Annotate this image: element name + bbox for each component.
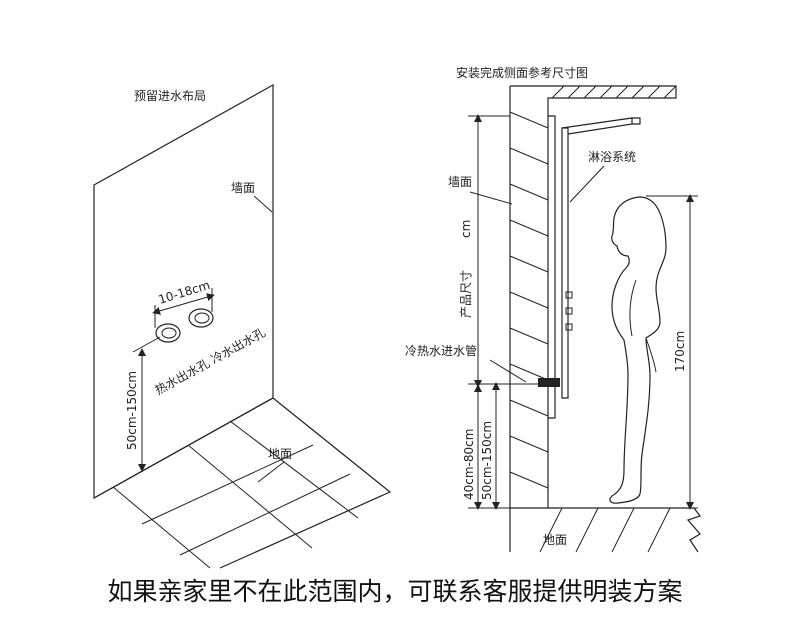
shower-label: 淋浴系统 xyxy=(588,150,636,164)
gap-dimension-line xyxy=(152,293,215,315)
left-wall-leader xyxy=(253,195,273,213)
bottom-caption: 如果亲家里不在此范围内，可联系客服提供明装方案 xyxy=(107,577,683,606)
left-height-label: 50cm-150cm xyxy=(125,371,139,450)
left-floor-leader xyxy=(257,461,285,483)
range-b-label: 50cm-150cm xyxy=(480,421,494,500)
gap-label: 10-18cm xyxy=(157,278,212,307)
floor-grid xyxy=(112,420,359,569)
hot-water-outlet-inner xyxy=(161,327,177,339)
right-panel: 安装完成侧面参考尺寸图 淋浴系统 xyxy=(405,65,701,553)
left-title: 预留进水布局 xyxy=(134,89,206,103)
left-floor-label: 地面 xyxy=(268,447,292,461)
outlets-label: 热水出水孔 冷水出水孔 xyxy=(153,325,268,397)
cold-water-outlet-inner xyxy=(194,312,210,324)
pipe-label: 冷热水进水管 xyxy=(405,343,477,358)
person-height-label: 170cm xyxy=(673,331,687,372)
floor-plane xyxy=(93,397,392,569)
range-a-label: 40cm-80cm xyxy=(462,429,476,500)
shower-leader xyxy=(569,165,605,203)
unit-label: cm xyxy=(459,220,473,238)
floor-hatch xyxy=(539,507,671,553)
wall-hatch xyxy=(509,111,549,489)
pipe-leader xyxy=(489,359,527,383)
inlet-pipe xyxy=(538,378,560,387)
ceiling xyxy=(510,85,677,102)
hot-water-outlet xyxy=(155,323,181,343)
person-silhouette xyxy=(609,196,667,504)
right-floor-label: 地面 xyxy=(543,533,567,547)
right-title: 安装完成侧面参考尺寸图 xyxy=(456,65,588,80)
right-floor xyxy=(510,507,701,553)
left-panel: 预留进水布局 墙面 10-18cm 热水出水孔 冷水出水孔 5 xyxy=(93,83,392,569)
shower-system xyxy=(548,115,641,419)
right-wall-label: 墙面 xyxy=(448,175,472,189)
product-size-label: 产品尺寸 xyxy=(459,270,473,318)
right-wall-leader xyxy=(469,191,513,205)
ceiling-hatch xyxy=(551,85,677,99)
left-wall-label: 墙面 xyxy=(231,181,255,195)
installation-diagram: 预留进水布局 墙面 10-18cm 热水出水孔 冷水出水孔 5 xyxy=(93,65,701,569)
